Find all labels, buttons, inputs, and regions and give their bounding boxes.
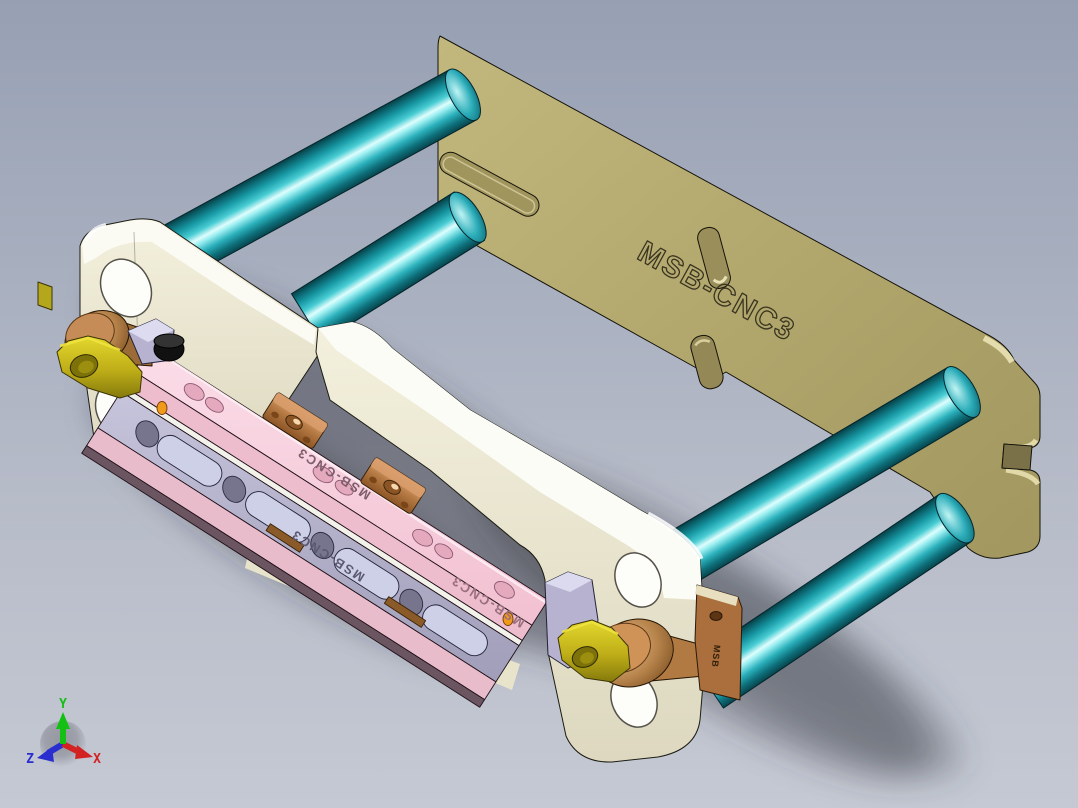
clamp-left[interactable] (37, 281, 185, 399)
guide-rod-2[interactable] (290, 186, 493, 343)
axis-x-arrow (75, 745, 93, 759)
rail-dark-bottom-edge (81, 445, 486, 708)
orange-plug-1 (156, 401, 168, 415)
plate-notch-bottom (690, 334, 724, 390)
clamp-right[interactable]: MSB (544, 571, 743, 701)
axis-z[interactable]: Z (26, 741, 65, 767)
axis-x-label: X (93, 752, 101, 767)
copper-clamp-plate-2[interactable] (360, 457, 427, 515)
knob-black[interactable] (153, 333, 185, 362)
plate-corner-highlight (982, 335, 1015, 364)
orientation-triad[interactable]: Z X Y (26, 697, 101, 767)
base-left-hole-top (99, 258, 153, 318)
guide-rods (141, 68, 982, 709)
orange-plug-2 (502, 612, 514, 626)
copper-clamp-plate-1[interactable] (262, 392, 329, 450)
axis-y[interactable]: Y (56, 697, 70, 744)
guide-rod-4[interactable] (690, 487, 982, 709)
copper-bracket-hole (709, 611, 723, 621)
axis-x[interactable]: X (61, 741, 101, 767)
plate-slot-left (439, 151, 540, 217)
axis-y-label: Y (59, 697, 67, 712)
axis-z-label: Z (26, 752, 34, 767)
plate-slot-middle (697, 226, 731, 289)
base-left-corner-highlight (84, 223, 107, 241)
copper-foot-2 (383, 596, 427, 628)
base-bar-top-face (318, 322, 702, 600)
clamp-far-left-sliver (37, 281, 53, 311)
bracket-engraving: MSB (710, 644, 722, 668)
plate-block-highlight-2 (1005, 467, 1041, 486)
rail-pink-holes (183, 383, 515, 599)
plate-notch-shadow (1001, 443, 1033, 471)
rail-top-highlight (152, 347, 546, 604)
axis-z-arrow (37, 747, 54, 762)
clamp-right-arm[interactable] (557, 619, 631, 683)
rail-assembly[interactable]: MSB-CNC3 MSB-CNC3 MSB-CNC3 (81, 345, 549, 708)
copper-bracket-right[interactable]: MSB (694, 584, 743, 701)
clamp-left-arm[interactable] (56, 335, 143, 399)
base-left-top-face (82, 219, 316, 345)
copper-foot-1 (265, 523, 305, 553)
base-right-corner-highlight (646, 511, 704, 561)
rail-gray-slots (156, 434, 488, 657)
axis-y-arrow (56, 712, 70, 729)
base-right-hole-top (614, 552, 662, 608)
